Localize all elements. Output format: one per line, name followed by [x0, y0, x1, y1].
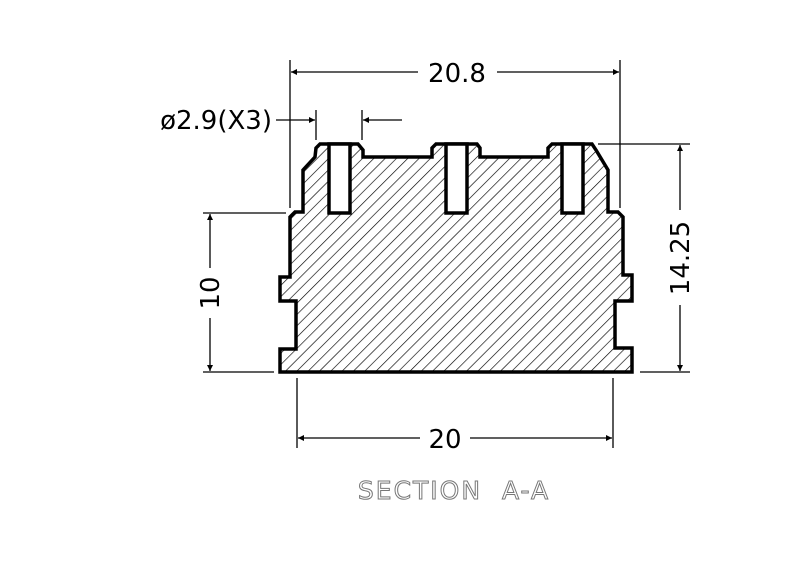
dimension-lines [203, 60, 690, 448]
part-section [278, 142, 634, 374]
dim-text-20-8: 20.8 [428, 59, 486, 89]
dim-text-14-25: 14.25 [666, 221, 696, 295]
dim-text-10: 10 [196, 276, 226, 309]
dim-text-20: 20 [428, 425, 461, 455]
section-title: SECTION A-A [358, 476, 550, 505]
hole-left [327, 142, 352, 215]
hole-right [560, 142, 585, 215]
hole-middle [444, 142, 469, 215]
dim-text-hole-diameter: ø2.9(X3) [160, 106, 272, 136]
